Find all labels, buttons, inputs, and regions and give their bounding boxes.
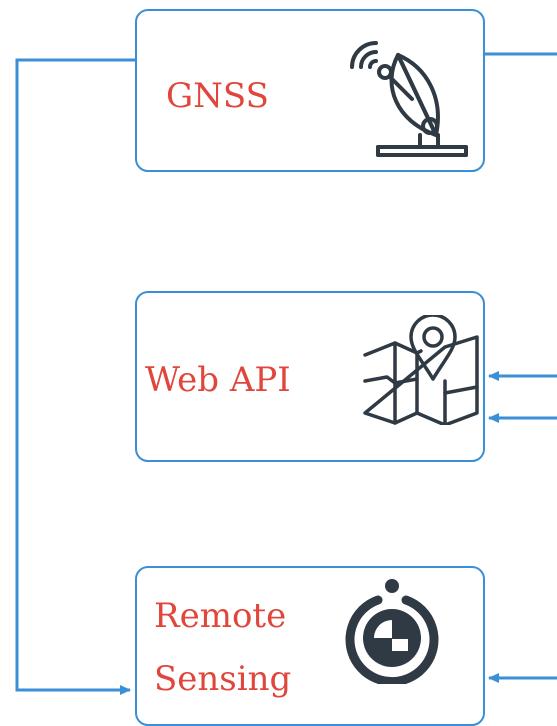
gnss-to-remote-sensing-connector [15,58,137,695]
gnss-node: GNSS [135,9,485,172]
map-pin-icon [363,315,479,425]
remote-sensing-label-line1: Remote [154,596,287,636]
sensor-icon [345,579,439,684]
satellite-dish-icon [350,41,468,157]
web-api-node: Web API [135,291,485,462]
remote-sensing-label-line2: Sensing [154,659,292,699]
remote-sensing-node: Remote Sensing [135,566,485,726]
web-api-label: Web API [145,360,291,400]
gnss-label: GNSS [166,76,269,116]
